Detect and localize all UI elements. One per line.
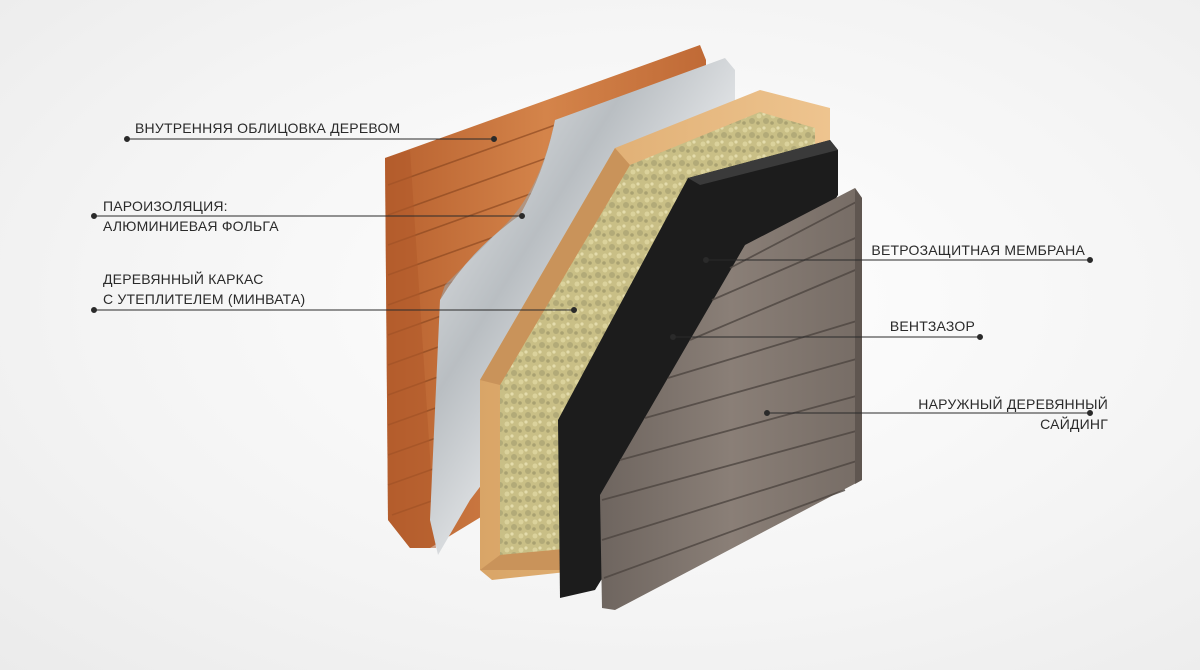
label-siding: НАРУЖНЫЙ ДЕРЕВЯННЫЙ САЙДИНГ (918, 394, 1108, 434)
label-vent-gap-text: ВЕНТЗАЗОР (889, 318, 975, 334)
label-wind-membrane: ВЕТРОЗАЩИТНАЯ МЕМБРАНА (871, 240, 1085, 260)
label-vapor-barrier-line1: ПАРОИЗОЛЯЦИЯ: (103, 198, 228, 214)
label-siding-line1: НАРУЖНЫЙ ДЕРЕВЯННЫЙ (918, 396, 1108, 412)
label-frame-line1: ДЕРЕВЯННЫЙ КАРКАС (103, 271, 264, 287)
label-vent-gap: ВЕНТЗАЗОР (890, 316, 975, 336)
label-wind-membrane-text: ВЕТРОЗАЩИТНАЯ МЕМБРАНА (871, 242, 1085, 258)
label-vapor-barrier-line2: АЛЮМИНИЕВАЯ ФОЛЬГА (103, 218, 279, 234)
label-vapor-barrier: ПАРОИЗОЛЯЦИЯ: АЛЮМИНИЕВАЯ ФОЛЬГА (103, 196, 279, 236)
leader-lines (91, 136, 1093, 416)
label-frame: ДЕРЕВЯННЫЙ КАРКАС С УТЕПЛИТЕЛЕМ (МИНВАТА… (103, 269, 305, 309)
label-inner-lining: ВНУТРЕННЯЯ ОБЛИЦОВКА ДЕРЕВОМ (135, 118, 400, 138)
outer-wood-siding (600, 188, 862, 610)
label-inner-lining-text: ВНУТРЕННЯЯ ОБЛИЦОВКА ДЕРЕВОМ (135, 120, 401, 136)
label-frame-line2: С УТЕПЛИТЕЛЕМ (МИНВАТА) (103, 291, 306, 307)
label-siding-line2: САЙДИНГ (1040, 416, 1108, 432)
